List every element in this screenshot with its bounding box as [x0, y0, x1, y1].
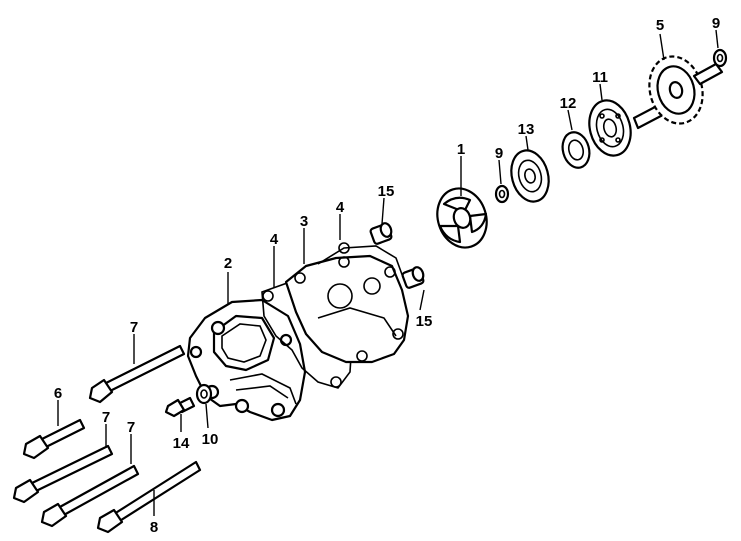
callout-13: 13 [518, 121, 535, 138]
washer-small [494, 184, 510, 204]
callout-9-washer: 9 [495, 145, 503, 162]
callout-11: 11 [592, 69, 608, 86]
bolt-longest [96, 460, 202, 534]
cover-plate [284, 254, 410, 364]
callout-14: 14 [173, 435, 190, 452]
callout-4-front: 4 [270, 231, 279, 248]
callout-4-rear: 4 [336, 199, 345, 216]
gasket-rear [317, 242, 405, 281]
callout-7-middle: 7 [102, 409, 110, 426]
pump-shaft-gear [632, 55, 724, 130]
callout-15-lower: 15 [416, 313, 433, 330]
callout-5: 5 [656, 17, 664, 34]
bolt-long-middle [12, 444, 114, 504]
callout-2: 2 [224, 255, 232, 272]
callout-3: 3 [300, 213, 308, 230]
callout-1: 1 [457, 141, 465, 158]
washer-end [712, 48, 728, 68]
ball-bearing [588, 99, 632, 157]
callout-8: 8 [150, 519, 158, 536]
callout-7-upper: 7 [130, 319, 138, 336]
callout-12: 12 [560, 95, 577, 112]
sealing-washer [195, 383, 213, 405]
callout-9-end: 9 [712, 15, 720, 32]
dowel-pin-upper [369, 222, 393, 245]
callout-10: 10 [202, 431, 219, 448]
leader-lines [57, 29, 719, 516]
bolt-long-upper [88, 344, 186, 404]
drain-bolt [164, 396, 196, 418]
seal-small [561, 131, 591, 169]
callout-7-lower: 7 [127, 419, 135, 436]
bolt-long-lower [40, 464, 140, 528]
oil-seal [510, 149, 550, 203]
pump-housing [186, 298, 307, 422]
callout-6: 6 [54, 385, 62, 402]
callout-15-upper: 15 [378, 183, 395, 200]
dowel-pin-lower [401, 266, 425, 289]
impeller [436, 187, 488, 249]
bolt-short [22, 418, 86, 460]
